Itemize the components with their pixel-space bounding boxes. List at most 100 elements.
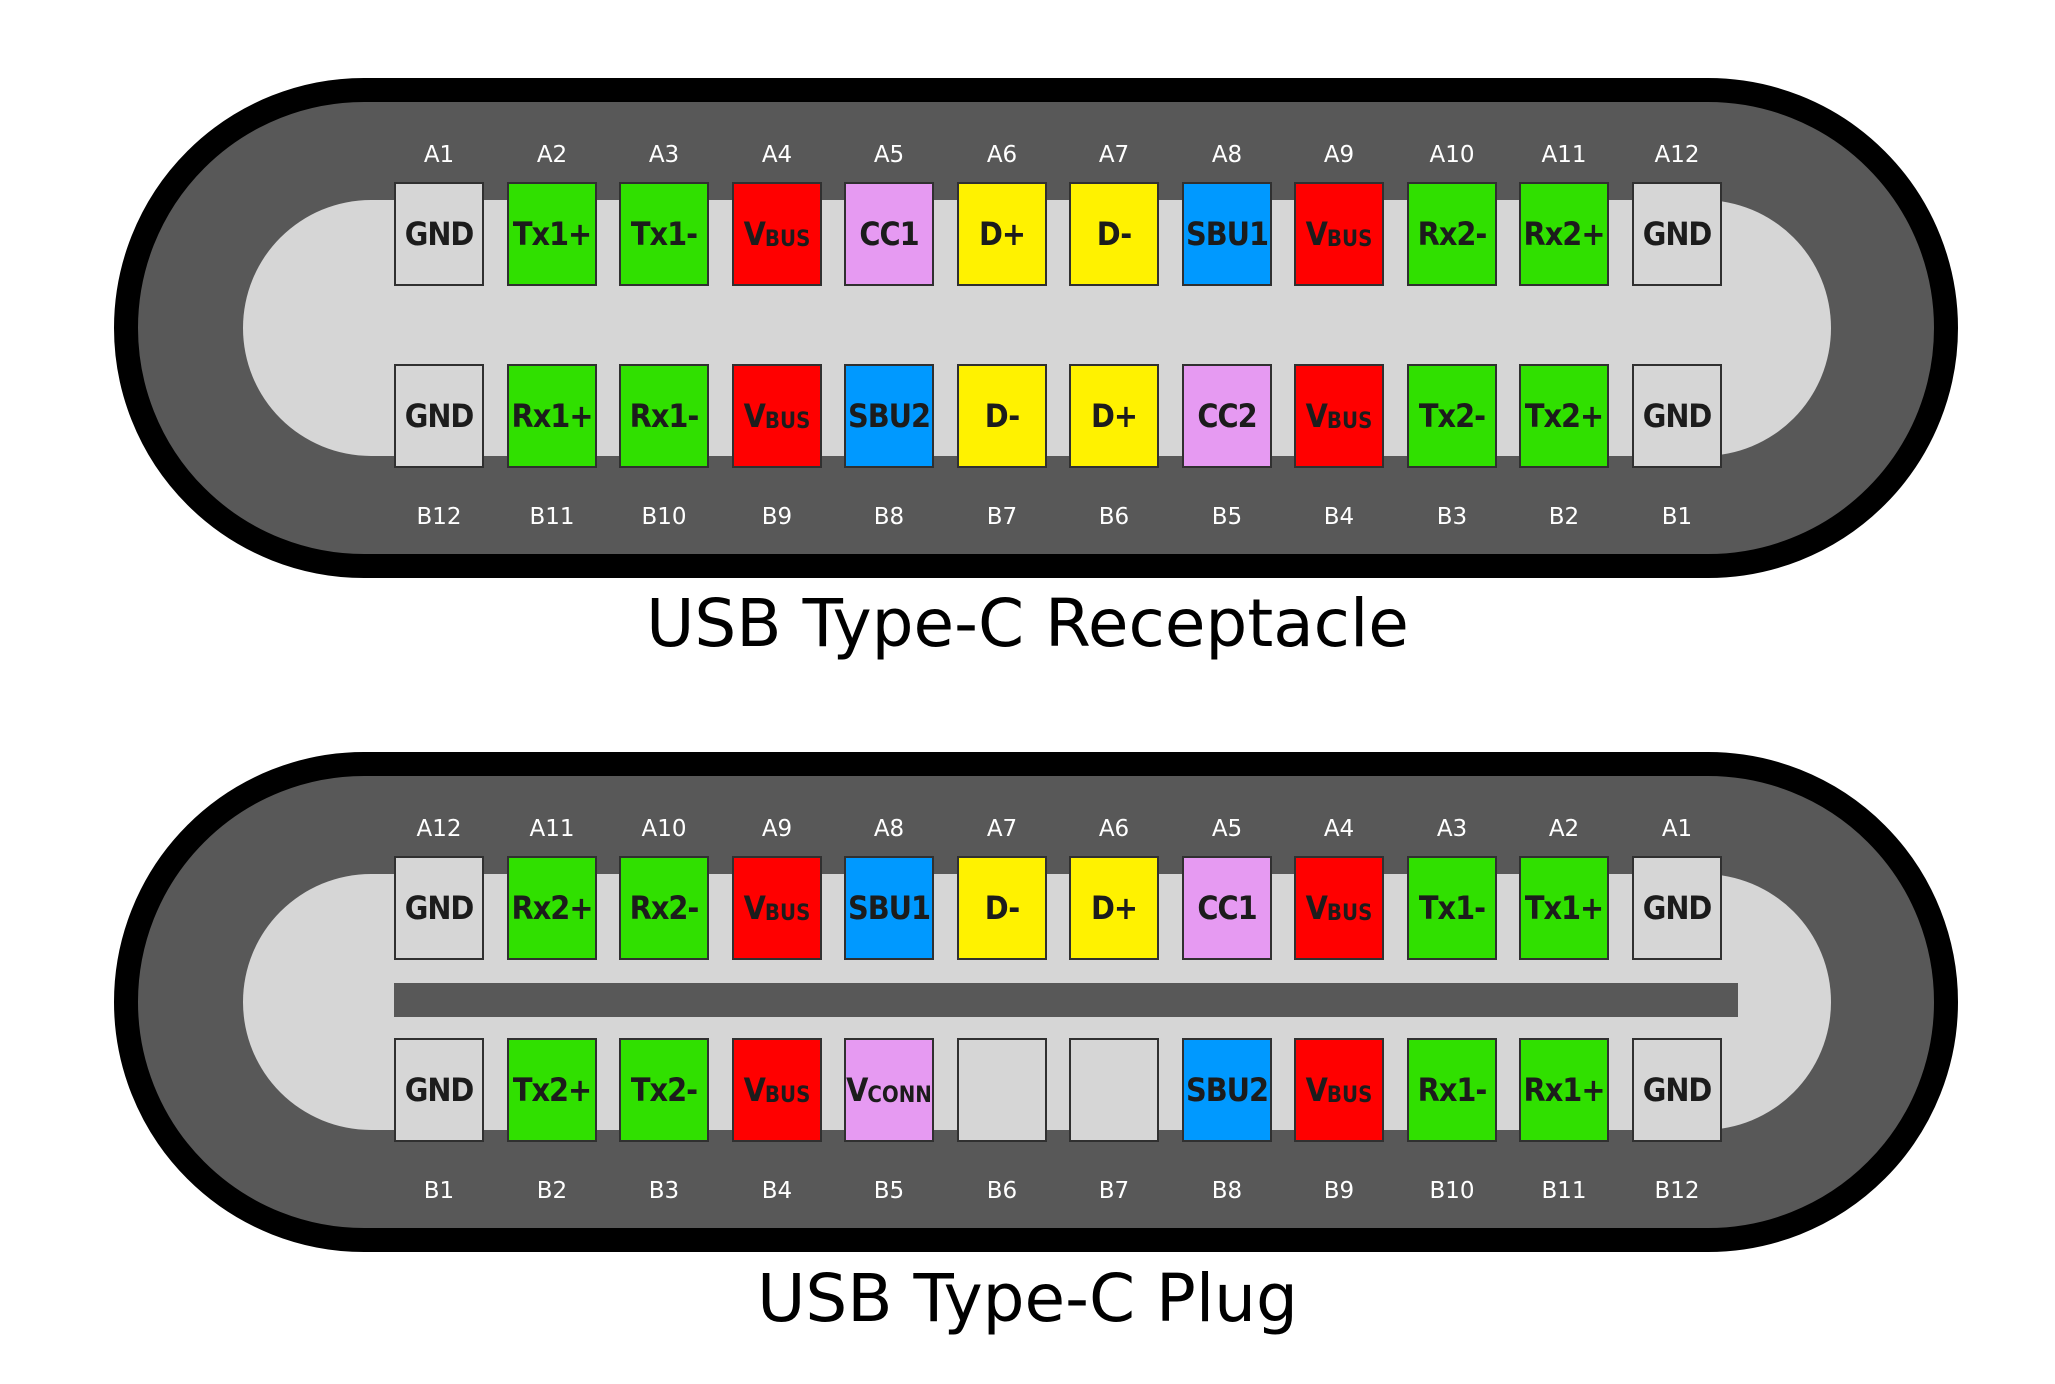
pin-signal-subscript: BUS [1326, 1082, 1373, 1108]
pin-signal-subscript: BUS [1326, 226, 1373, 252]
pin-signal-label: Rx1+ [1523, 1071, 1606, 1109]
pin-signal-label: V [1305, 397, 1328, 435]
pin-number-label: A1 [423, 142, 455, 168]
pin-signal-label: V [1305, 215, 1328, 253]
pin-signal-subscript: BUS [764, 900, 811, 926]
pin-b10-bottom: Rx1- [619, 364, 709, 468]
pin-signal-label: Rx1+ [511, 397, 594, 435]
pin-signal-label: GND [404, 1071, 475, 1109]
pin-number-label: B11 [1541, 1178, 1587, 1204]
pin-signal-label: Tx2- [1418, 397, 1486, 435]
pin-number-label: B12 [416, 504, 462, 530]
pin-number-label: B6 [1098, 504, 1130, 530]
pin-signal-label: GND [404, 889, 475, 927]
pin-signal-label: CC1 [1197, 889, 1257, 927]
pin-a1-top: GND [394, 182, 484, 286]
pin-signal-label: CC2 [1197, 397, 1257, 435]
pin-a12-top: GND [1632, 182, 1722, 286]
pin-signal-label: SBU1 [847, 889, 931, 927]
pin-b1-bottom: GND [1632, 364, 1722, 468]
pin-b8-bottom: SBU2 [844, 364, 934, 468]
pin-signal-label: V [743, 215, 766, 253]
pin-signal-label: Tx1- [1418, 889, 1486, 927]
pin-b8-bottom: SBU2 [1182, 1038, 1272, 1142]
pin-number-label: B12 [1654, 1178, 1700, 1204]
pin-signal-label: Rx2+ [511, 889, 594, 927]
pin-signal-label: Rx2+ [1523, 215, 1606, 253]
pin-number-label: A11 [529, 816, 575, 842]
pin-b11-bottom: Rx1+ [1519, 1038, 1609, 1142]
pin-signal-label: Rx2- [629, 889, 700, 927]
pin-signal-subscript: BUS [764, 1082, 811, 1108]
pin-signal-label: GND [1642, 397, 1713, 435]
pin-a6-top: D+ [1069, 856, 1159, 960]
pin-b7-bottom: D- [957, 364, 1047, 468]
pin-number-label: B8 [1211, 1178, 1243, 1204]
pin-number-label: B8 [873, 504, 905, 530]
pin-b6-bottom: D+ [1069, 364, 1159, 468]
pin-a5-top: CC1 [844, 182, 934, 286]
pin-a8-top: SBU1 [1182, 182, 1272, 286]
pin-signal-label: V [1305, 889, 1328, 927]
pin-number-label: A5 [1211, 816, 1243, 842]
pin-number-label: B2 [1548, 504, 1580, 530]
pin-signal-label: D+ [1090, 889, 1138, 927]
pin-signal-label: D+ [978, 215, 1026, 253]
pin-number-label: B2 [536, 1178, 568, 1204]
pin-signal-subscript: BUS [764, 408, 811, 434]
pin-number-label: A6 [986, 142, 1018, 168]
pin-signal-label: V [743, 1071, 766, 1109]
pin-b5-bottom: CC2 [1182, 364, 1272, 468]
pin-number-label: B3 [648, 1178, 680, 1204]
pin-a5-top: CC1 [1182, 856, 1272, 960]
pin-a2-top: Tx1+ [1519, 856, 1609, 960]
pin-signal-subscript: BUS [1326, 900, 1373, 926]
pin-signal-label: Tx2+ [512, 1071, 592, 1109]
pin-b10-bottom: Rx1- [1407, 1038, 1497, 1142]
pin-signal-subscript: CONN [867, 1082, 932, 1108]
pin-number-label: A2 [536, 142, 568, 168]
pin-number-label: A9 [1323, 142, 1355, 168]
pin-a1-top: GND [1632, 856, 1722, 960]
pin-number-label: B7 [986, 504, 1018, 530]
pin-signal-label: Tx2- [630, 1071, 698, 1109]
pin-number-label: A8 [873, 816, 905, 842]
pin-signal-label: Tx1- [630, 215, 698, 253]
pin-number-label: A8 [1211, 142, 1243, 168]
pin-signal-label: D- [1096, 215, 1132, 253]
pin-b12-bottom: GND [394, 364, 484, 468]
pin-signal-label: V [743, 889, 766, 927]
pin-number-label: B10 [1429, 1178, 1475, 1204]
pin-number-label: B4 [1323, 504, 1355, 530]
pin-number-label: B4 [761, 1178, 793, 1204]
pin-b3-bottom: Tx2- [1407, 364, 1497, 468]
pin-signal-label: Tx2+ [1524, 397, 1604, 435]
plug-title: USB Type-C Plug [757, 1260, 1298, 1337]
pin-b2-bottom: Tx2+ [1519, 364, 1609, 468]
pin-number-label: B7 [1098, 1178, 1130, 1204]
pin-signal-label: Tx1+ [1524, 889, 1604, 927]
pin-b12-bottom: GND [1632, 1038, 1722, 1142]
pin-signal-label: Rx1- [1417, 1071, 1488, 1109]
pin-a7-top: D- [1069, 182, 1159, 286]
pin-signal-label: SBU2 [847, 397, 931, 435]
pin-signal-label: V [1305, 1071, 1328, 1109]
pin-number-label: A10 [1429, 142, 1475, 168]
pin-number-label: A9 [761, 816, 793, 842]
pin-number-label: A11 [1541, 142, 1587, 168]
pin-number-label: B9 [761, 504, 793, 530]
pin-number-label: A12 [1654, 142, 1700, 168]
pin-signal-label: SBU2 [1185, 1071, 1269, 1109]
pin-a6-top: D+ [957, 182, 1047, 286]
pin-number-label: B1 [423, 1178, 455, 1204]
pin-number-label: A4 [761, 142, 793, 168]
pin-signal-label: Rx2- [1417, 215, 1488, 253]
